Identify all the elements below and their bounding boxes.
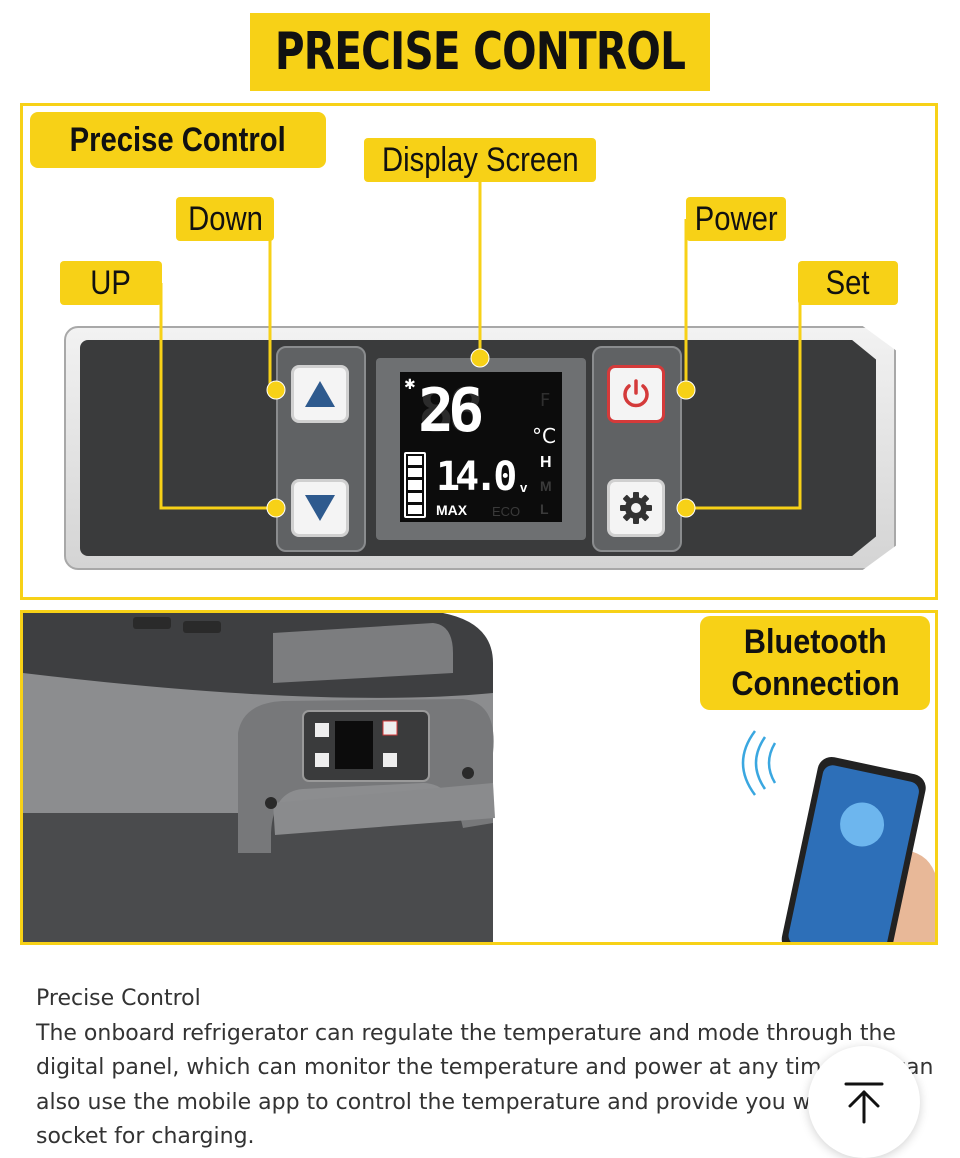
lcd-level-m: M: [540, 478, 552, 494]
arrow-up-to-line-icon: [844, 1082, 884, 1124]
set-key: [607, 479, 665, 537]
lcd-level-h: H: [540, 454, 552, 471]
tag-set: Set: [798, 261, 898, 305]
down-key: [291, 479, 349, 537]
lcd-mode-eco: ECO: [492, 504, 521, 519]
scroll-to-top-button[interactable]: [808, 1046, 920, 1158]
banner-title: PRECISE CONTROL: [274, 22, 686, 82]
fridge-photo: [20, 610, 938, 945]
triangle-down-icon: [305, 495, 335, 521]
gear-icon: [620, 492, 652, 524]
description-heading: Precise Control: [36, 986, 201, 1011]
description-body: The onboard refrigerator can regulate th…: [36, 1020, 934, 1150]
product-description: Precise Control The onboard refrigerator…: [36, 982, 936, 1155]
lcd-mode-max: MAX: [436, 502, 468, 518]
power-icon: [623, 379, 649, 408]
battery-indicator: [404, 452, 426, 518]
bluetooth-icon: ✱: [404, 376, 416, 392]
lcd-voltage: 14.0: [436, 454, 517, 500]
lcd-level-l: L: [540, 501, 549, 517]
page-banner: PRECISE CONTROL: [250, 13, 710, 91]
tag-down: Down: [176, 197, 274, 241]
tag-bluetooth-connection: Bluetooth Connection: [700, 616, 930, 710]
lcd: [400, 372, 562, 522]
tag-power: Power: [686, 197, 786, 241]
lcd-voltage-unit: v: [520, 480, 528, 495]
tag-display-screen: Display Screen: [364, 138, 596, 182]
tag-precise-control: Precise Control: [30, 112, 326, 168]
power-key: [607, 365, 665, 423]
up-key: [291, 365, 349, 423]
tag-up: UP: [60, 261, 162, 305]
triangle-up-icon: [305, 381, 335, 407]
lcd-unit-f: F: [540, 390, 551, 411]
fridge-illustration: [23, 613, 935, 942]
lcd-unit-c: °C: [532, 424, 556, 448]
lcd-temperature: 88 26: [418, 376, 484, 446]
